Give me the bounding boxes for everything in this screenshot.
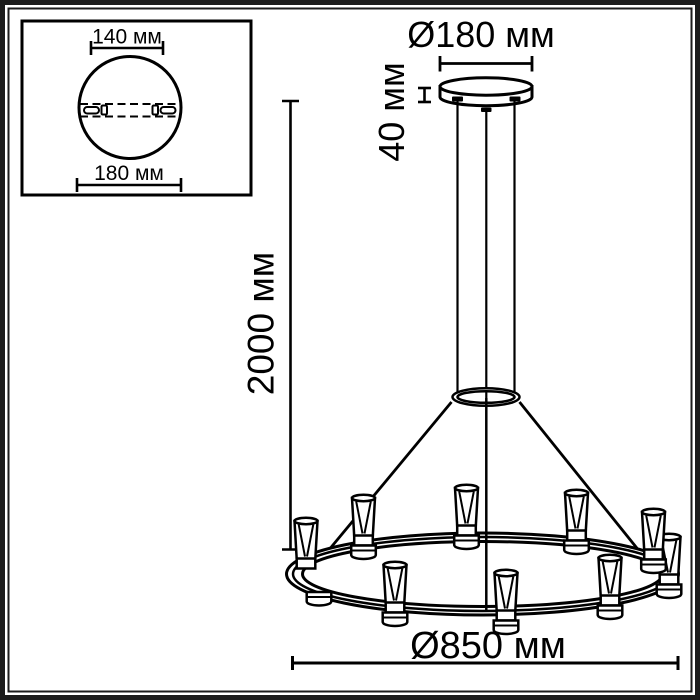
lamp-front-right	[596, 553, 624, 621]
dim-suspension-length	[282, 99, 299, 551]
keyhole-hole-left	[100, 104, 108, 116]
mount-inner-dimension-label: 140 мм	[92, 26, 162, 49]
lamp-back-right	[562, 488, 591, 556]
canopy-top-ellipse	[438, 76, 534, 97]
ring-diameter-label: Ø850 мм	[410, 625, 566, 667]
dim-mount-outer	[75, 178, 183, 192]
hub-ring	[451, 386, 521, 408]
dim-canopy-diameter	[438, 56, 534, 72]
mount-keyhole-slots	[83, 104, 177, 116]
dim-mount-inner	[89, 41, 165, 55]
keyhole-slot-left	[83, 106, 100, 115]
rod-left	[326, 401, 453, 552]
suspension-length-label: 2000 мм	[241, 252, 282, 395]
lamp-front-left	[381, 560, 409, 628]
lamp-back-center	[452, 483, 481, 551]
keyhole-slot-right	[159, 106, 177, 115]
dim-ring-diameter	[291, 656, 680, 670]
mount-bracket-dashed-lines	[80, 103, 181, 118]
wire-grippers	[452, 96, 521, 112]
lamp-front-far-left-base	[305, 590, 333, 607]
lamp-back-far-left	[293, 516, 319, 570]
dim-canopy-height	[418, 86, 431, 104]
keyhole-hole-right	[151, 104, 159, 116]
canopy-top-view-circle	[77, 55, 183, 160]
mount-outer-dimension-label: 180 мм	[94, 162, 164, 185]
mount-detail-inset: 140 мм 180 мм	[20, 19, 253, 197]
canopy-diameter-label: Ø180 мм	[407, 14, 555, 55]
suspension-wires	[456, 101, 516, 398]
lamp-back-far-right	[639, 507, 668, 575]
frame-inner-border	[7, 7, 693, 693]
spreader-rods	[326, 401, 642, 553]
rod-right	[518, 401, 642, 553]
canopy	[438, 76, 534, 112]
canopy-height-label: 40 мм	[371, 62, 412, 162]
lamp-back-left	[349, 493, 378, 561]
